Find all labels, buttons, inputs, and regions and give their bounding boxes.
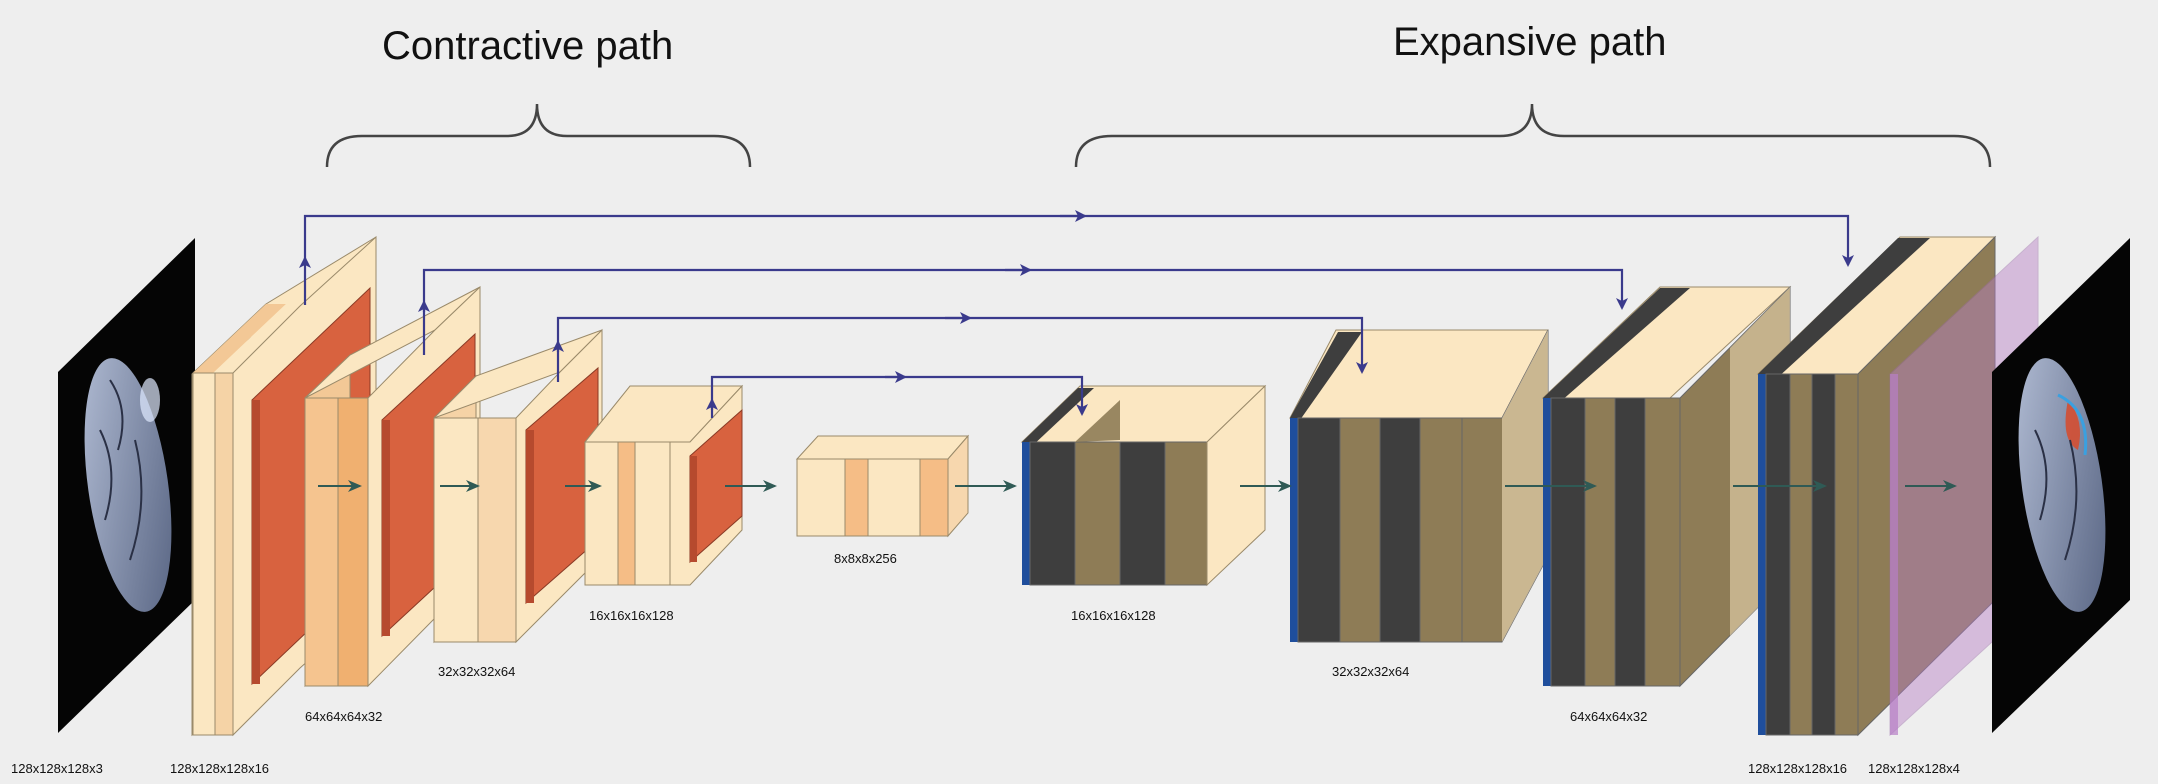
bottleneck-block bbox=[795, 434, 970, 538]
label-dec2: 64x64x64x32 bbox=[1570, 709, 1648, 724]
contractive-brace bbox=[325, 103, 752, 168]
expansive-brace bbox=[1074, 103, 1992, 168]
skip-connections bbox=[299, 210, 1854, 418]
label-enc1: 128x128x128x16 bbox=[170, 761, 270, 776]
expansive-path-heading: Expansive path bbox=[1393, 20, 1667, 64]
label-output: 128x128x128x4 bbox=[1868, 761, 1960, 776]
encoder-block-4 bbox=[583, 384, 744, 586]
decoder-block-4 bbox=[1020, 384, 1267, 587]
label-enc3: 32x32x32x64 bbox=[438, 664, 516, 679]
label-dec4: 16x16x16x128 bbox=[1071, 608, 1156, 623]
output-scan-icon bbox=[1992, 238, 2130, 733]
input-scan-icon bbox=[58, 238, 195, 733]
encoder-block-3 bbox=[433, 328, 603, 644]
label-dec3: 32x32x32x64 bbox=[1332, 664, 1410, 679]
label-dec1: 128x128x128x16 bbox=[1748, 761, 1848, 776]
label-input: 128x128x128x3 bbox=[11, 761, 103, 776]
label-enc2: 64x64x64x32 bbox=[305, 709, 383, 724]
label-bottleneck: 8x8x8x256 bbox=[834, 551, 897, 566]
label-enc4: 16x16x16x128 bbox=[589, 608, 674, 623]
contractive-path-heading: Contractive path bbox=[382, 24, 674, 68]
